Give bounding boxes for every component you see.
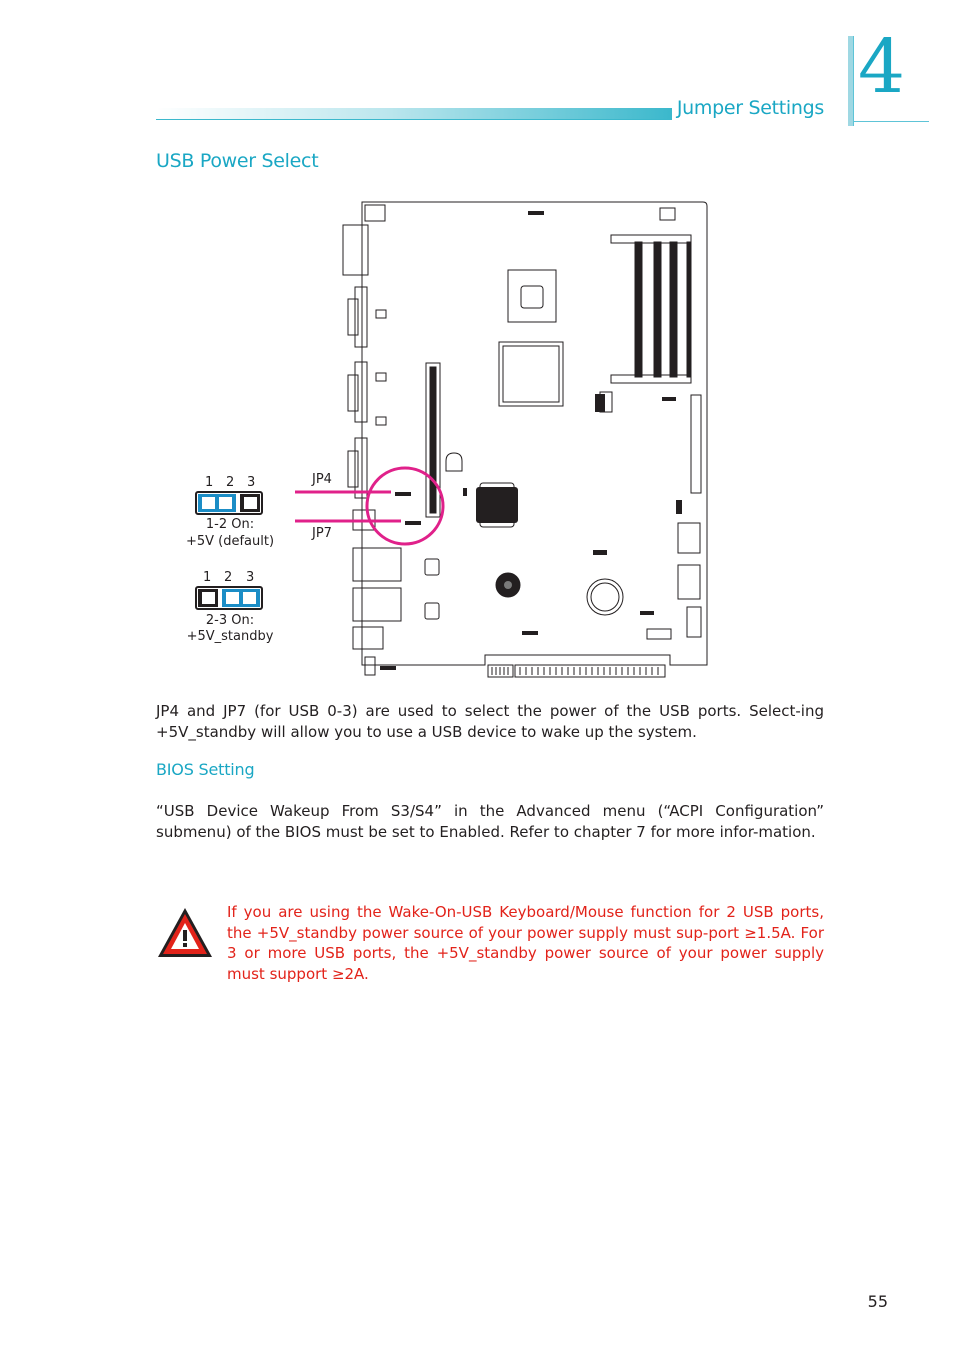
chapter-tab-baseline	[853, 121, 929, 122]
pin-label-3: 3	[247, 475, 256, 490]
section-title: USB Power Select	[156, 150, 319, 172]
chapter-title: Jumper Settings	[676, 97, 824, 119]
pin-label-2: 2	[226, 475, 235, 490]
pin-label-2: 2	[224, 570, 233, 585]
setting-a-caption: 1-2 On:	[205, 517, 255, 532]
page-number: 55	[867, 1292, 888, 1311]
setting-a-voltage: +5V (default)	[185, 534, 275, 549]
chapter-number: 4	[858, 24, 906, 110]
warning-triangle-icon	[156, 906, 214, 960]
description-paragraph: JP4 and JP7 (for USB 0-3) are used to se…	[156, 702, 824, 741]
chapter-tab-shade	[848, 36, 854, 126]
setting-b-voltage: +5V_standby	[186, 629, 274, 644]
board-diagram: 1 2 3 1-2 On: +5V (default) 1 2 3 2-3 On…	[150, 195, 720, 685]
header-gradient-bar	[156, 108, 672, 120]
pin-label-3: 3	[246, 570, 255, 585]
motherboard-layout-illustration	[195, 201, 708, 678]
bios-setting-heading: BIOS Setting	[156, 760, 255, 779]
jp4-label: JP4	[312, 472, 332, 487]
pin-label-1: 1	[203, 570, 212, 585]
setting-b-caption: 2-3 On:	[205, 613, 255, 628]
bios-paragraph: “USB Device Wakeup From S3/S4” in the Ad…	[156, 802, 824, 841]
chapter-tab-line	[853, 36, 854, 126]
warning-note: If you are using the Wake-On-USB Keyboar…	[227, 903, 824, 983]
header-rule	[156, 119, 672, 120]
pin-label-1: 1	[205, 475, 214, 490]
jp7-label: JP7	[312, 526, 332, 541]
